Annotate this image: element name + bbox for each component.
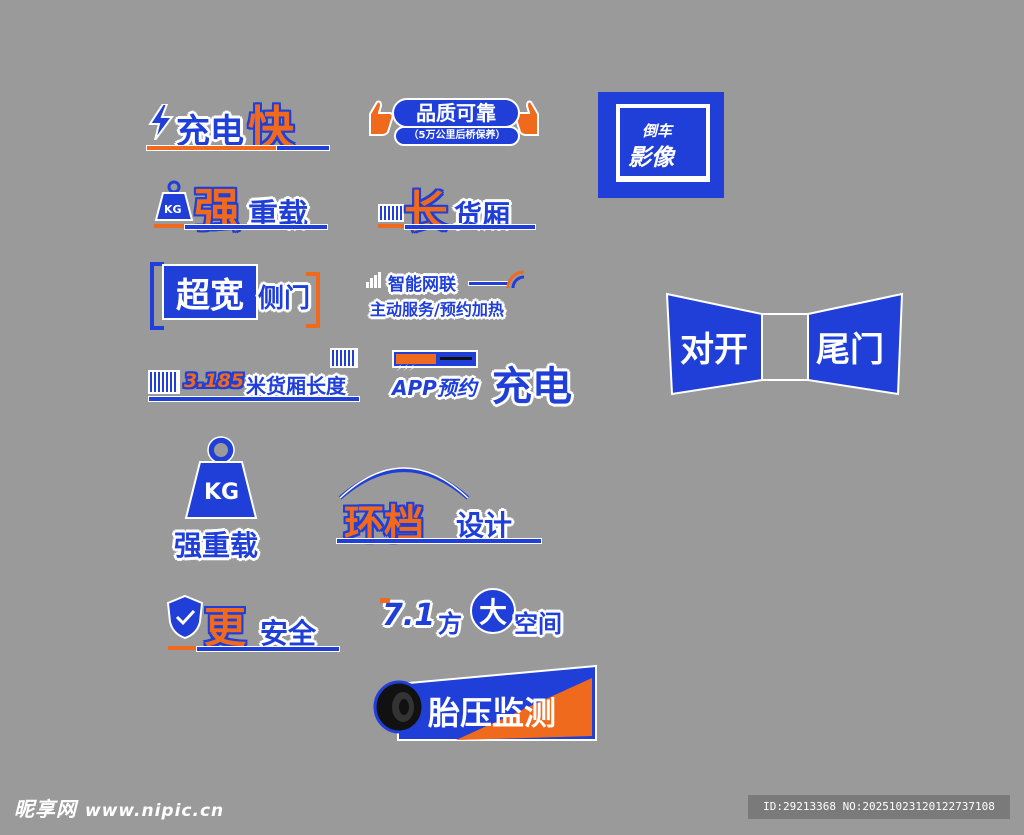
ruler-left-icon <box>148 370 180 394</box>
tire-text: 胎压监测 <box>428 694 557 732</box>
ring-gear-rest: 设计 <box>456 509 513 542</box>
wide-door-rest: 侧门 <box>258 284 311 314</box>
ruler-right-icon <box>330 348 358 368</box>
space-rest: 空间 <box>514 610 562 638</box>
smart-net-line2: 主动服务/预约加热 <box>370 300 504 319</box>
space-circle-text: 大 <box>478 596 507 629</box>
long-box-bar-orange <box>378 224 404 228</box>
box-length-rest: 米货厢长度 <box>246 374 346 398</box>
watermark-brand: 昵享网 <box>14 797 77 821</box>
wide-door-box: 超宽 <box>162 264 258 320</box>
double-door-right: 尾门 <box>816 330 884 370</box>
heavy-load-big-kg: KG <box>204 480 240 505</box>
space-circle: 大 <box>470 588 516 634</box>
reverse-camera-line2: 影像 <box>628 145 674 171</box>
watermark-brand-area: 昵享网 www.nipic.cn <box>14 793 224 822</box>
double-door-left: 对开 <box>680 330 748 370</box>
double-door-shape <box>666 292 904 396</box>
heavy-load-bar-blue <box>184 224 328 230</box>
watermark-url: www.nipic.cn <box>85 801 225 821</box>
box-length-bar <box>148 396 360 402</box>
long-box-bar-blue <box>404 224 536 230</box>
ring-gear-bar <box>336 538 542 544</box>
battery-line <box>440 357 472 360</box>
quality-sub-text: （5万公里后桥保养） <box>408 130 506 141</box>
badge-heavy-load-big: KG 强重载 <box>172 436 274 562</box>
app-charge-big: 充电 <box>492 364 572 410</box>
reverse-camera-base <box>616 176 710 182</box>
fast-charge-bar <box>146 145 278 151</box>
wide-door-bracket-left <box>150 262 164 330</box>
ring-arc-icon <box>338 467 470 500</box>
ruler-icon <box>378 204 404 222</box>
reverse-camera-line1: 倒车 <box>642 122 673 140</box>
battery-fill <box>396 354 436 364</box>
badge-space: 7.1 方 大 空间 <box>376 584 588 642</box>
safety-bar-orange <box>168 646 196 650</box>
tire-banner <box>397 664 597 741</box>
badge-heavy-load: KG 强 重载 <box>154 172 330 237</box>
quality-sub-pill: （5万公里后桥保养） <box>394 126 520 146</box>
safety-highlight: 更 <box>204 603 247 652</box>
heavy-load-big-text: 强重载 <box>174 529 259 562</box>
badge-quality: 品质可靠 （5万公里后桥保养） <box>364 96 546 152</box>
watermark-id-text: ID:29213368 NO:20251023120122737108 <box>763 800 995 813</box>
badge-long-box: 长 货厢 <box>378 176 538 238</box>
signal-bars-icon <box>366 272 381 288</box>
tire-icon <box>373 680 425 734</box>
app-charge-prefix: APP预约 <box>392 376 477 400</box>
smart-net-line1: 智能网联 <box>388 275 456 295</box>
badge-smart-net: 智能网联 主动服务/预约加热 <box>366 268 534 322</box>
heavy-load-highlight: 强 <box>194 183 240 237</box>
shield-check-icon <box>166 594 204 640</box>
weight-icon <box>154 180 194 221</box>
reverse-camera-frame <box>616 104 710 178</box>
badge-app-charge: ⚡⚡⚡ APP预约 充电 <box>388 350 588 410</box>
badge-fast-charge: 充电 快 <box>146 92 336 155</box>
badge-box-length: 3.185 米货厢长度 <box>148 348 362 402</box>
app-charge-battery <box>392 350 478 368</box>
wide-door-main: 超宽 <box>176 275 244 316</box>
fast-charge-bar-blue <box>276 145 330 151</box>
badge-safety: 更 安全 <box>166 592 344 654</box>
watermark-id: ID:29213368 NO:20251023120122737108 <box>748 795 1010 819</box>
space-number: 7.1 <box>382 598 436 633</box>
badge-ring-gear: 环档 设计 <box>334 456 544 548</box>
app-charge-bolt-icons: ⚡⚡⚡ <box>396 364 415 374</box>
wide-door-bracket-right <box>306 272 320 328</box>
heavy-load-bar-orange <box>154 224 184 228</box>
space-number-accent <box>380 598 390 603</box>
badge-wide-door: 超宽 侧门 <box>150 258 326 330</box>
safety-bar-blue <box>196 646 340 652</box>
box-length-number: 3.185 <box>184 370 245 392</box>
badge-tire: 胎压监测 <box>372 664 600 744</box>
quality-main-pill: 品质可靠 <box>392 98 520 128</box>
space-unit: 方 <box>438 610 462 638</box>
quality-main-text: 品质可靠 <box>416 101 496 125</box>
smart-net-line <box>468 281 510 286</box>
lightning-icon <box>148 104 174 140</box>
safety-rest: 安全 <box>260 617 317 650</box>
long-box-highlight: 长 <box>404 187 448 238</box>
wifi-icon <box>506 270 525 289</box>
badge-double-door: 对开 尾门 <box>666 290 904 398</box>
badge-reverse-camera: 倒车 影像 <box>598 92 724 198</box>
heavy-load-kg: KG <box>164 203 182 216</box>
weight-big-icon <box>184 436 258 519</box>
thumbs-up-left-icon <box>369 100 394 136</box>
